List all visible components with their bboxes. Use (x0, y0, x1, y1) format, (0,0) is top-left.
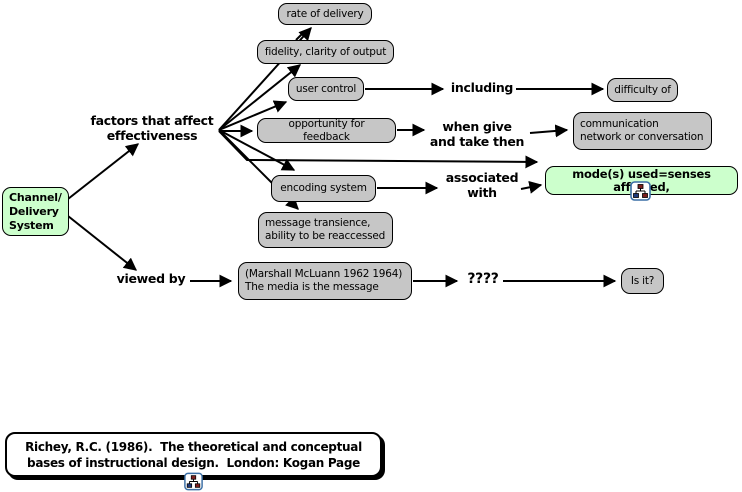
concept-mcluhan-media-message[interactable]: (Marshall McLuann 1962 1964) The media i… (238, 262, 412, 300)
citation-box[interactable]: Richey, R.C. (1986). The theoretical and… (5, 432, 382, 477)
concept-communication-network[interactable]: communication network or conversation (573, 112, 712, 150)
link-label-viewed-by[interactable]: viewed by (116, 271, 186, 286)
arrow-factors-to-user-control (218, 100, 288, 131)
link-label-when-give-and-take[interactable]: when give and take then (429, 119, 525, 149)
arrow-fidelity-to-rate-segment (295, 32, 304, 41)
link-label-associated-with[interactable]: associated with (445, 170, 519, 200)
concept-encoding-system[interactable]: encoding system (271, 175, 376, 202)
arrow-associated-to-modes (520, 180, 543, 194)
arrow-channel-to-factors (67, 143, 140, 200)
concept-message-transience[interactable]: message transience, ability to be reacce… (258, 212, 393, 248)
concept-difficulty-of[interactable]: difficulty of (607, 78, 678, 102)
concept-rate-of-delivery[interactable]: rate of delivery (278, 3, 372, 25)
concept-user-control[interactable]: user control (288, 77, 364, 101)
arrow-channel-to-viewed-by (67, 215, 138, 271)
concept-channel-delivery-system[interactable]: Channel/ Delivery System (2, 187, 69, 236)
concept-opportunity-for-feedback[interactable]: opportunity for feedback (257, 118, 396, 143)
linked-map-icon[interactable] (630, 181, 651, 201)
arrow-factors-to-fidelity (218, 64, 302, 131)
arrow-when-give-to-communication (529, 124, 569, 138)
link-label-questions[interactable]: ???? (467, 271, 499, 287)
link-label-including[interactable]: including (450, 80, 514, 95)
concept-fidelity-clarity[interactable]: fidelity, clarity of output (257, 40, 394, 64)
link-label-factors-that-affect[interactable]: factors that affect effectiveness (90, 113, 214, 143)
arrow-factors-to-encoding (218, 129, 296, 171)
concept-is-it[interactable]: Is it? (621, 268, 664, 294)
linked-map-icon[interactable] (184, 472, 203, 491)
